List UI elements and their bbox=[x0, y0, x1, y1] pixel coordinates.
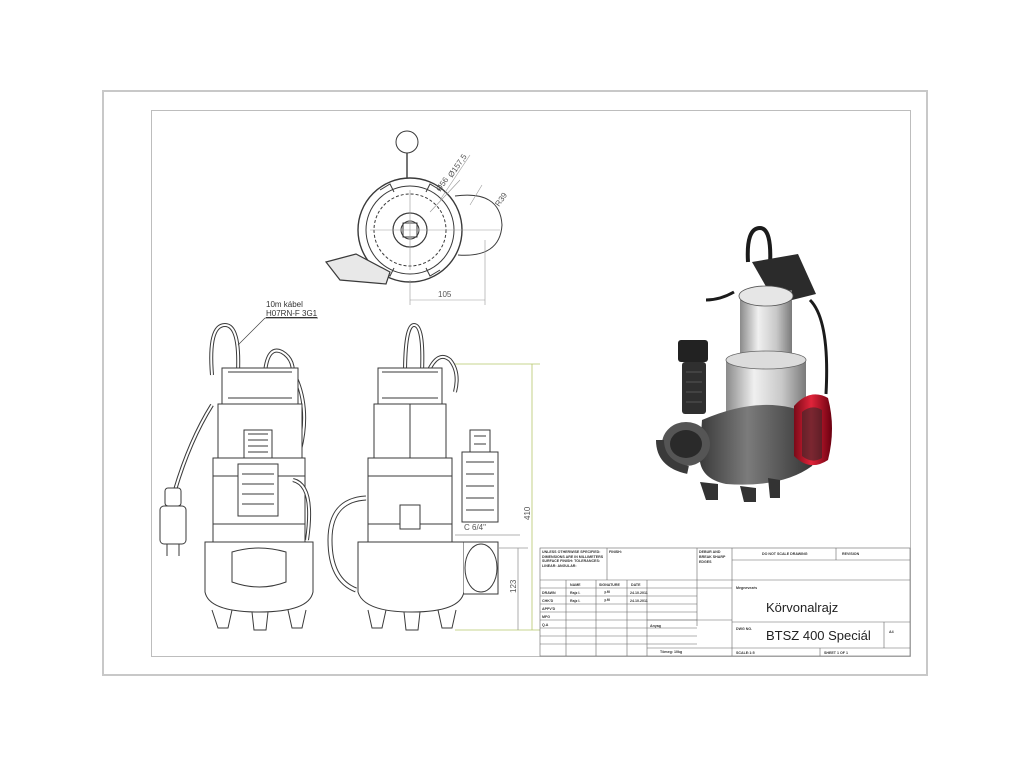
plug-front bbox=[159, 505, 187, 545]
plug-3d bbox=[682, 362, 706, 414]
tb-sheet: SHEET 1 OF 1 bbox=[824, 651, 848, 655]
pump-3d-render bbox=[656, 225, 832, 502]
float-ball-top bbox=[395, 130, 419, 154]
tb-do-not-scale: DO NOT SCALE DRAWING bbox=[762, 552, 808, 556]
tb-dwg-no: BTSZ 400 Speciál bbox=[766, 628, 871, 643]
tb-title: Körvonalrajz bbox=[766, 600, 839, 615]
tb-row-role: CHK'D bbox=[542, 599, 554, 603]
tb-material: Anyag bbox=[650, 624, 661, 628]
tb-row-signature: ȝ.fil bbox=[604, 598, 611, 602]
cable-label-line1: 10m kábel bbox=[266, 300, 303, 309]
pump-housing-3d bbox=[699, 404, 820, 485]
sheet-outer-border bbox=[102, 90, 928, 676]
sheet-inner-border bbox=[151, 110, 911, 657]
cable-label: 10m kábel H07RN-F 3G1 bbox=[266, 300, 317, 318]
tb-dwg-no-caption: DWG NO. bbox=[736, 627, 753, 631]
title-block-grid bbox=[539, 547, 911, 657]
tb-row-role: Q.A bbox=[542, 623, 549, 627]
dim-outer-diameter: Ø157,5 bbox=[446, 152, 469, 179]
pump-base-front bbox=[204, 541, 314, 613]
side-dimensions bbox=[455, 363, 540, 631]
pump-base-side bbox=[357, 541, 465, 613]
dim-thread: C 6/4" bbox=[464, 523, 486, 532]
float-switch-top bbox=[324, 253, 391, 285]
tb-deburr: DEBUR AND BREAK SHARP EDGES bbox=[699, 550, 726, 564]
tb-col-name: NAME bbox=[570, 583, 581, 587]
tb-row-date: 24.10.2011 bbox=[630, 599, 648, 603]
side-view bbox=[327, 322, 499, 631]
tb-row-role: MFG bbox=[542, 615, 550, 619]
dim-width: 105 bbox=[438, 290, 452, 299]
tb-row-date: 24.10.2011 bbox=[630, 591, 648, 595]
tb-row-signature: ȝ.fil bbox=[604, 590, 611, 594]
tb-row-name: Rajz I. bbox=[570, 591, 581, 595]
dim-outlet-radius: R39 bbox=[493, 191, 509, 209]
dim-inner-diameter: Ø56 bbox=[434, 175, 450, 193]
dim-total-height: 410 bbox=[523, 506, 532, 520]
tb-unless-specified: UNLESS OTHERWISE SPECIFIED: DIMENSIONS A… bbox=[542, 550, 604, 568]
tb-size: A4 bbox=[889, 630, 894, 634]
dim-outlet-height: 123 bbox=[509, 579, 518, 593]
tb-title-caption: Megnevezés bbox=[736, 586, 758, 590]
tb-finish: FINISH: bbox=[609, 550, 622, 554]
handle-3d bbox=[752, 254, 816, 304]
tb-col-date: DATE bbox=[631, 583, 641, 587]
front-view bbox=[159, 322, 314, 631]
tb-scale: SCALE:1:5 bbox=[736, 651, 755, 655]
tb-weight: Tömeg: 10kg bbox=[660, 650, 683, 654]
tb-row-name: Rajz I. bbox=[570, 599, 581, 603]
tb-row-role: DRAWN bbox=[542, 591, 556, 595]
tb-revision: REVISION bbox=[842, 552, 860, 556]
tb-col-signature: SIGNATURE bbox=[599, 583, 620, 587]
tb-row-role: APPV'D bbox=[542, 607, 556, 611]
cable-label-line2: H07RN-F 3G1 bbox=[266, 309, 318, 318]
cable-leader bbox=[237, 317, 266, 346]
top-view bbox=[324, 130, 503, 305]
